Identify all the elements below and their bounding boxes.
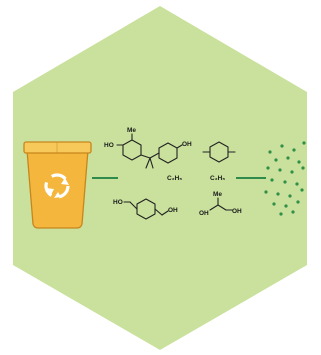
particle-dot xyxy=(288,194,292,198)
label-oh-glycol-left: OH xyxy=(199,210,209,217)
particle-dot xyxy=(279,212,283,216)
dispersed-particles-icon xyxy=(264,141,306,216)
label-me: Me xyxy=(127,127,136,134)
benzenedimethanol-structure: HO OH xyxy=(113,198,178,220)
bisphenol-structure: HO Me OH xyxy=(104,127,192,169)
particle-dot xyxy=(266,166,270,170)
particle-dot xyxy=(268,150,272,154)
xylene-structure xyxy=(202,141,236,163)
particle-dot xyxy=(278,168,282,172)
particle-dot xyxy=(286,156,290,160)
label-oh-right: OH xyxy=(182,141,192,148)
particle-dot xyxy=(264,190,268,194)
particle-dot xyxy=(295,182,299,186)
particle-dot xyxy=(296,200,300,204)
particle-dot xyxy=(300,188,304,192)
particle-dot xyxy=(284,204,288,208)
propylene-glycol-structure: Me OH OH xyxy=(199,191,242,217)
particle-dot xyxy=(291,210,295,214)
particle-dot xyxy=(280,144,284,148)
particle-dot xyxy=(302,141,306,145)
particle-dot xyxy=(272,202,276,206)
label-oh-diol: OH xyxy=(168,207,178,214)
label-ho-diol: HO xyxy=(113,199,123,206)
particle-dot xyxy=(283,180,287,184)
label-c2h5-a: C₂H₅ xyxy=(167,175,182,182)
recycling-bin-icon xyxy=(23,141,92,229)
particle-dot xyxy=(292,148,296,152)
particle-dot xyxy=(274,158,278,162)
label-oh-glycol-right: OH xyxy=(232,208,242,215)
recycle-symbol-icon xyxy=(44,173,70,199)
particle-dot xyxy=(270,178,274,182)
particle-dot xyxy=(301,166,305,170)
particle-dot xyxy=(297,160,301,164)
label-ho-left: HO xyxy=(104,142,114,149)
label-c2h5-b: C₂H₅ xyxy=(210,175,225,182)
label-me-glycol: Me xyxy=(213,191,222,198)
hexagon-background xyxy=(13,6,307,350)
particle-dot xyxy=(276,192,280,196)
particle-dot xyxy=(290,170,294,174)
